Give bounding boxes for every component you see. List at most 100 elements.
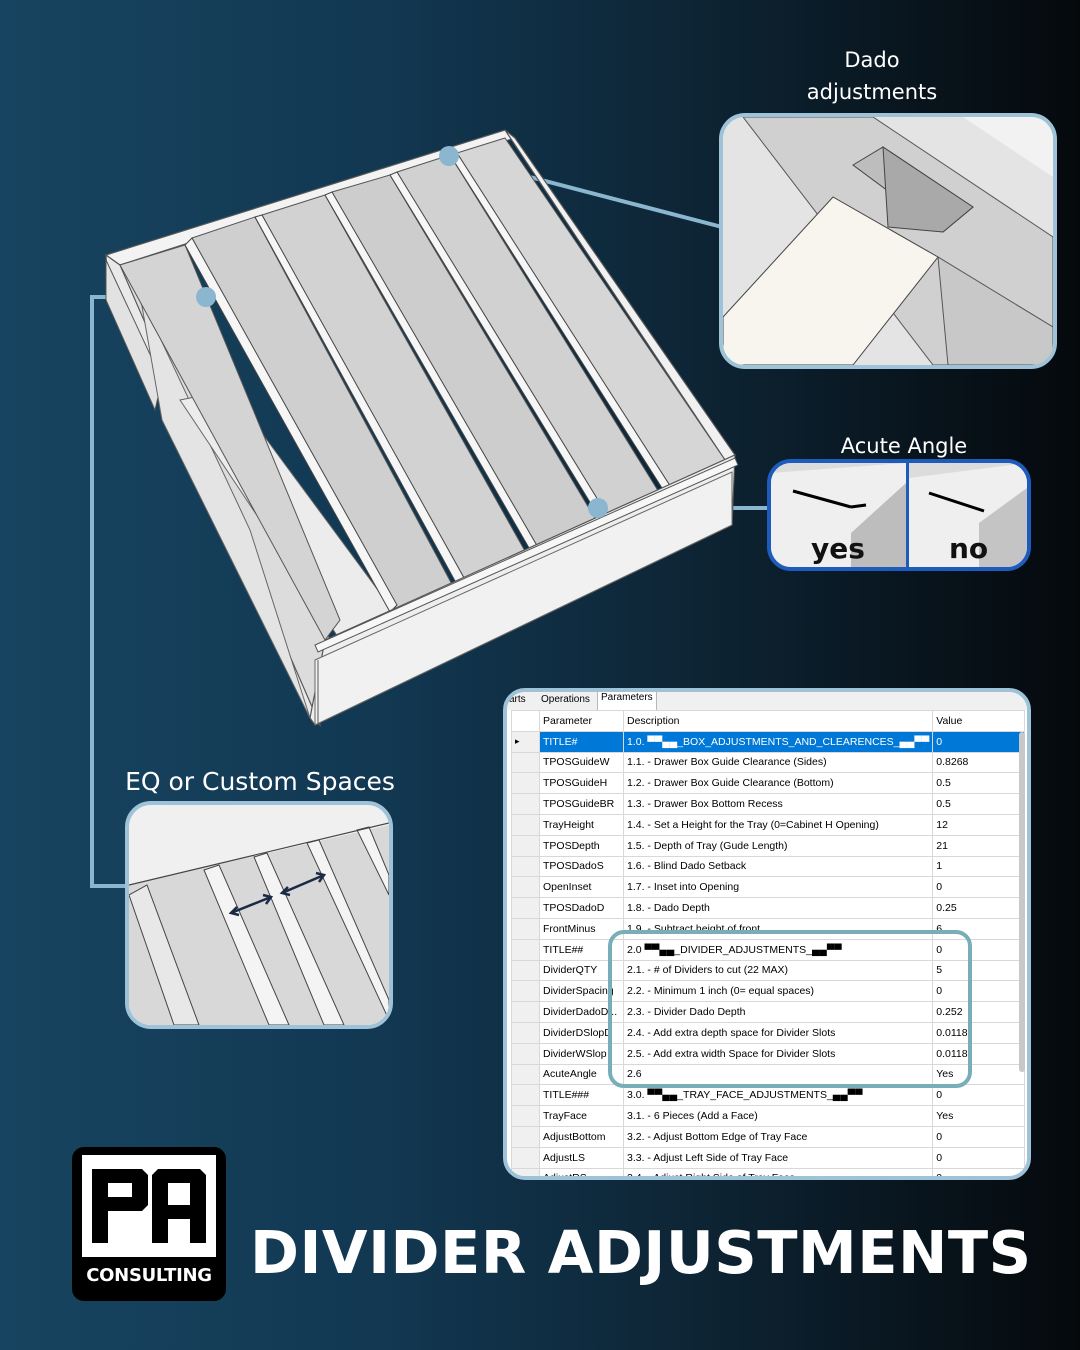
- description-cell[interactable]: 2.4. - Add extra depth space for Divider…: [622, 1021, 934, 1044]
- row-selector[interactable]: [511, 1167, 540, 1176]
- description-cell[interactable]: 2.2. - Minimum 1 inch (0= equal spaces): [622, 980, 934, 1003]
- column-header-description[interactable]: Description: [622, 710, 934, 732]
- tab-parameters[interactable]: Parameters: [597, 692, 657, 710]
- description-cell[interactable]: 1.2. - Drawer Box Guide Clearance (Botto…: [622, 772, 934, 795]
- row-selector[interactable]: ▸: [511, 730, 540, 753]
- row-selector[interactable]: [511, 1084, 540, 1107]
- param-cell[interactable]: AdjustLS: [539, 1146, 624, 1169]
- row-selector[interactable]: [511, 813, 540, 836]
- value-cell[interactable]: 0.252: [932, 1001, 1026, 1023]
- row-selector[interactable]: [511, 834, 540, 857]
- value-cell[interactable]: 21: [932, 834, 1026, 857]
- row-selector[interactable]: [511, 1021, 540, 1044]
- spaces-detail-panel: [125, 801, 393, 1029]
- row-selector[interactable]: [511, 938, 540, 961]
- row-selector[interactable]: [511, 917, 540, 940]
- param-cell[interactable]: TrayHeight: [539, 813, 624, 836]
- table-row[interactable]: ▸TITLE#1.0. ▀▀▄▄_BOX_ADJUSTMENTS_AND_CLE…: [511, 730, 1026, 753]
- row-selector[interactable]: [511, 876, 540, 899]
- vertical-scrollbar[interactable]: [1019, 732, 1025, 1072]
- param-cell[interactable]: TITLE#: [539, 730, 624, 753]
- value-cell[interactable]: 0.25: [932, 897, 1026, 919]
- row-selector[interactable]: [511, 897, 540, 919]
- description-cell[interactable]: 1.5. - Depth of Tray (Gude Length): [622, 834, 934, 857]
- param-cell[interactable]: DividerSpacing: [539, 980, 624, 1003]
- tab-operations[interactable]: Operations: [541, 694, 590, 705]
- value-cell[interactable]: 0.8268: [932, 751, 1026, 774]
- description-cell[interactable]: 3.2. - Adjust Bottom Edge of Tray Face: [622, 1125, 934, 1148]
- description-cell[interactable]: 1.6. - Blind Dado Setback: [622, 855, 934, 878]
- param-cell[interactable]: OpenInset: [539, 876, 624, 899]
- description-cell[interactable]: 3.4. - Adjust Right Side of Tray Face: [622, 1167, 934, 1176]
- value-cell[interactable]: 0.5: [932, 772, 1026, 795]
- description-cell[interactable]: 1.7. - Inset into Opening: [622, 876, 934, 899]
- value-cell[interactable]: 0.5: [932, 793, 1026, 815]
- value-cell[interactable]: 0: [932, 1125, 1026, 1148]
- row-selector[interactable]: [511, 1001, 540, 1023]
- row-selector[interactable]: [511, 751, 540, 774]
- row-selector[interactable]: [511, 980, 540, 1003]
- description-cell[interactable]: 3.3. - Adjust Left Side of Tray Face: [622, 1146, 934, 1169]
- param-cell[interactable]: DividerWSlop: [539, 1042, 624, 1065]
- row-selector[interactable]: [511, 772, 540, 795]
- value-cell[interactable]: Yes: [932, 1105, 1026, 1127]
- value-cell[interactable]: 12: [932, 813, 1026, 836]
- param-cell[interactable]: TPOSDadoS: [539, 855, 624, 878]
- column-header-parameter[interactable]: Parameter: [539, 710, 624, 732]
- row-selector[interactable]: [511, 1042, 540, 1065]
- param-cell[interactable]: TITLE###: [539, 1084, 624, 1107]
- value-cell[interactable]: 0: [932, 876, 1026, 899]
- column-header-value[interactable]: Value: [932, 710, 1026, 732]
- description-cell[interactable]: 2.1. - # of Dividers to cut (22 MAX): [622, 959, 934, 982]
- value-cell[interactable]: 0: [932, 1146, 1026, 1169]
- value-cell[interactable]: 0: [932, 1167, 1026, 1176]
- row-selector[interactable]: [511, 1146, 540, 1169]
- param-cell[interactable]: TPOSGuideBR: [539, 793, 624, 815]
- dado-detail-panel: [719, 113, 1057, 369]
- param-cell[interactable]: TPOSGuideH: [539, 772, 624, 795]
- row-selector[interactable]: [511, 1105, 540, 1127]
- row-selector[interactable]: [511, 959, 540, 982]
- value-cell[interactable]: 1: [932, 855, 1026, 878]
- description-cell[interactable]: 1.3. - Drawer Box Bottom Recess: [622, 793, 934, 815]
- param-cell[interactable]: TrayFace: [539, 1105, 624, 1127]
- value-cell[interactable]: 0: [932, 730, 1026, 753]
- description-cell[interactable]: 2.5. - Add extra width Space for Divider…: [622, 1042, 934, 1065]
- param-cell[interactable]: TPOSGuideW: [539, 751, 624, 774]
- description-cell[interactable]: 3.1. - 6 Pieces (Add a Face): [622, 1105, 934, 1127]
- description-cell[interactable]: 1.0. ▀▀▄▄_BOX_ADJUSTMENTS_AND_CLEARENCES…: [622, 730, 934, 753]
- row-selector[interactable]: [511, 1125, 540, 1148]
- value-cell[interactable]: 0.0118: [932, 1042, 1026, 1065]
- value-cell[interactable]: Yes: [932, 1063, 1026, 1086]
- row-selector[interactable]: [511, 793, 540, 815]
- param-cell[interactable]: AdjustRS: [539, 1167, 624, 1176]
- description-cell[interactable]: 1.4. - Set a Height for the Tray (0=Cabi…: [622, 813, 934, 836]
- param-cell[interactable]: AcuteAngle: [539, 1063, 624, 1086]
- description-cell[interactable]: 1.8. - Dado Depth: [622, 897, 934, 919]
- param-cell[interactable]: AdjustBottom: [539, 1125, 624, 1148]
- param-cell[interactable]: TPOSDepth: [539, 834, 624, 857]
- row-selector[interactable]: [511, 1063, 540, 1086]
- tab-parts[interactable]: arts: [509, 694, 526, 705]
- param-cell[interactable]: DividerDadoD...: [539, 1001, 624, 1023]
- row-selector[interactable]: [511, 855, 540, 878]
- acute-no-text: no: [949, 532, 989, 565]
- param-cell[interactable]: TPOSDadoD: [539, 897, 624, 919]
- description-cell[interactable]: 1.1. - Drawer Box Guide Clearance (Sides…: [622, 751, 934, 774]
